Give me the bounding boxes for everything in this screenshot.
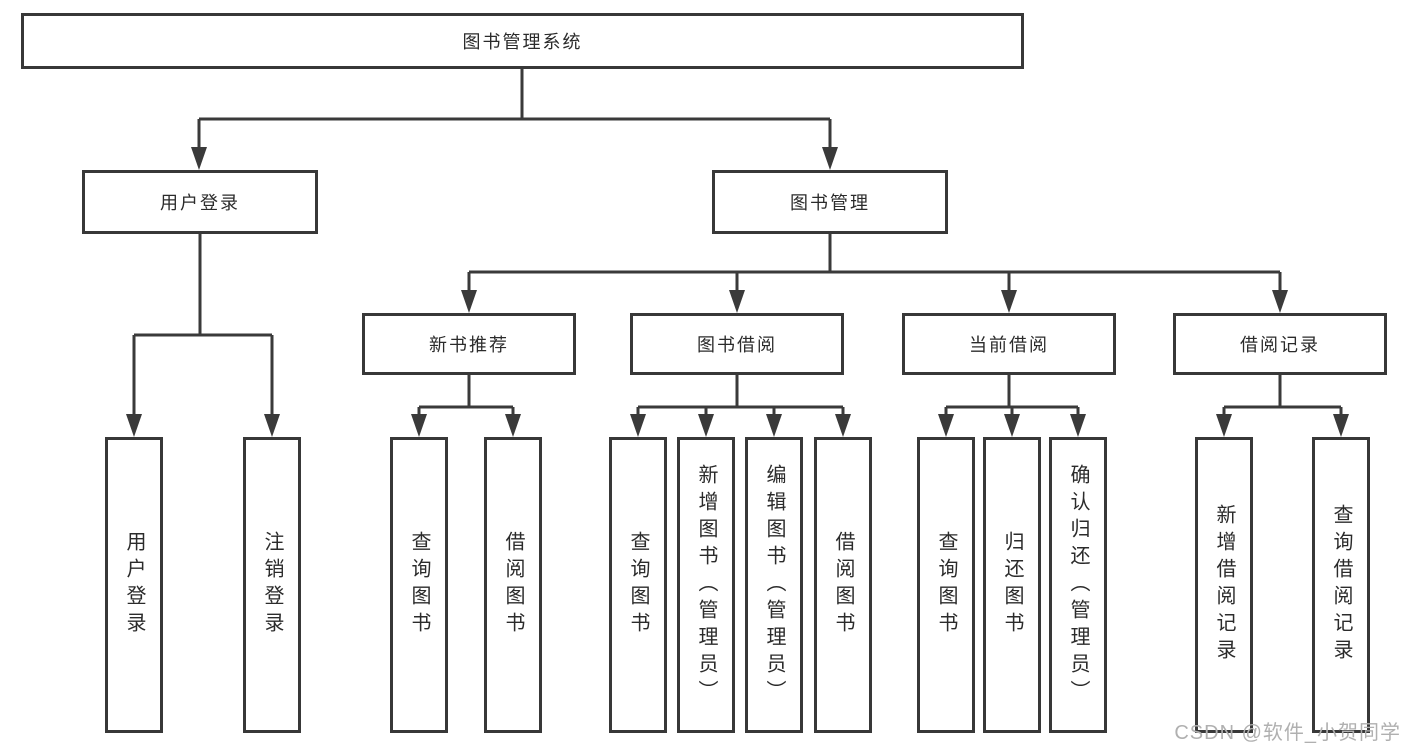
leaf-query-books-current: 查询图书 [917,437,975,733]
connector-book-borrow-to-leaves [630,375,851,437]
leaf-edit-book-admin: 编辑图书（管理员） [745,437,803,733]
node-root: 图书管理系统 [21,13,1024,69]
leaf-query-books-recommend: 查询图书 [390,437,448,733]
leaf-borrow-books-recommend: 借阅图书 [484,437,542,733]
leaf-add-book-admin: 新增图书（管理员） [677,437,735,733]
leaf-confirm-return-admin: 确认归还（管理员） [1049,437,1107,733]
node-new-book-recommend: 新书推荐 [362,313,576,375]
leaf-query-books-borrow: 查询图书 [609,437,667,733]
connector-user-login-to-leaves [126,234,280,437]
leaf-return-book: 归还图书 [983,437,1041,733]
connector-root-to-level2 [191,69,838,170]
connector-book-management-to-level3 [461,234,1288,313]
node-book-borrow: 图书借阅 [630,313,844,375]
connector-current-borrow-to-leaves [938,375,1086,437]
leaf-logout: 注销登录 [243,437,301,733]
node-current-borrow: 当前借阅 [902,313,1116,375]
connector-borrow-records-to-leaves [1216,375,1349,437]
node-book-management: 图书管理 [712,170,948,234]
leaf-borrow-books: 借阅图书 [814,437,872,733]
node-borrow-records: 借阅记录 [1173,313,1387,375]
leaf-user-login: 用户登录 [105,437,163,733]
connector-new-book-to-leaves [411,375,521,437]
leaf-query-borrow-record: 查询借阅记录 [1312,437,1370,733]
node-user-login: 用户登录 [82,170,318,234]
csdn-watermark: CSDN @软件_小贺同学 [1174,722,1401,744]
leaf-add-borrow-record: 新增借阅记录 [1195,437,1253,733]
